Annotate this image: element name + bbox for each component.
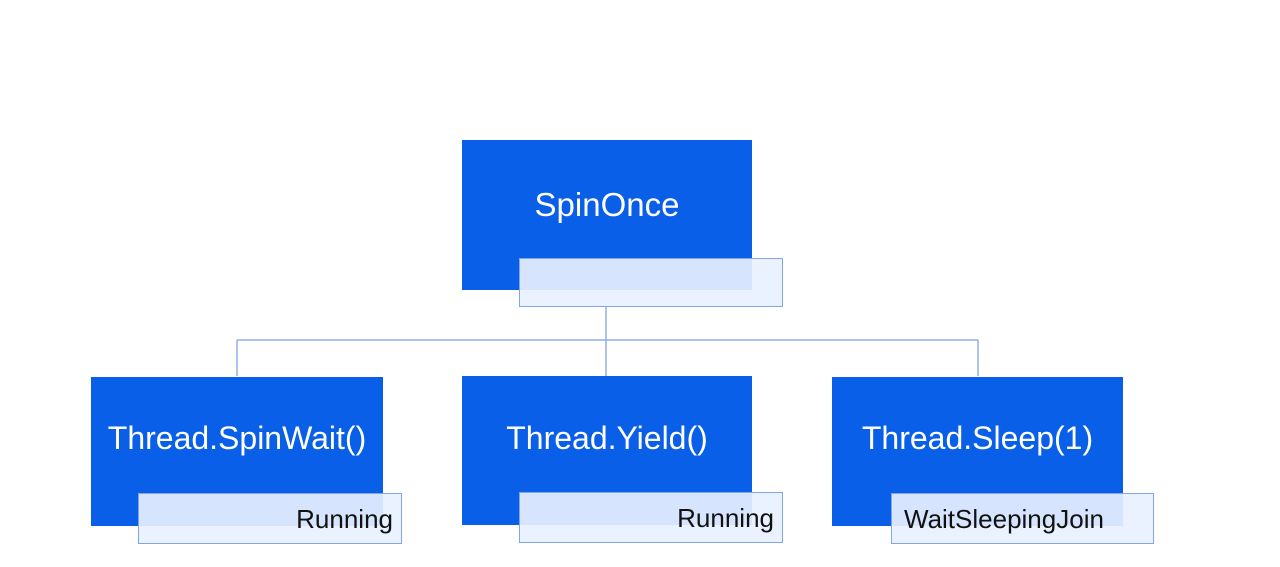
root-node-label: SpinOnce bbox=[534, 186, 680, 223]
child-node-yield-label: Thread.Yield() bbox=[506, 420, 708, 456]
child-node-sleep-tag-text: WaitSleepingJoin bbox=[904, 503, 1104, 534]
child-node-sleep-label: Thread.Sleep(1) bbox=[861, 420, 1094, 456]
child-node-yield-tag: Running bbox=[519, 492, 783, 543]
root-node-tag bbox=[519, 258, 783, 307]
child-node-sleep-tag: WaitSleepingJoin bbox=[891, 493, 1154, 544]
child-node-spinwait-label: Thread.SpinWait() bbox=[107, 420, 367, 456]
child-node-spinwait-tag-text: Running bbox=[296, 503, 393, 534]
child-node-yield-tag-text: Running bbox=[677, 502, 774, 533]
child-node-spinwait-tag: Running bbox=[138, 493, 402, 544]
